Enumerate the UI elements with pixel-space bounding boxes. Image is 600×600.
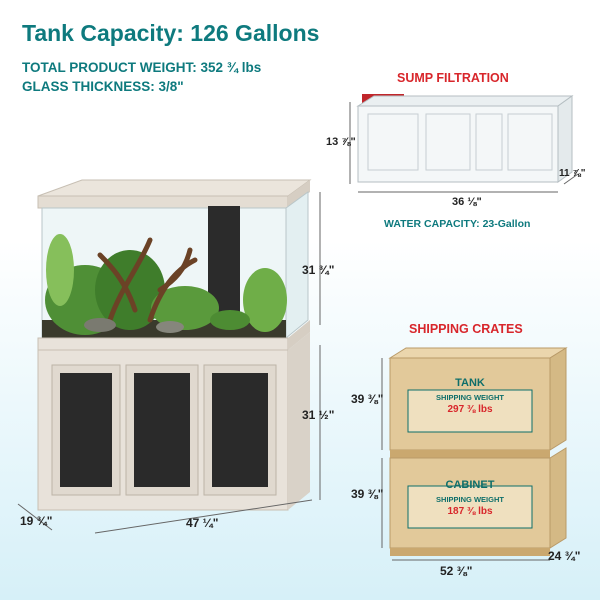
crates-heading: SHIPPING CRATES bbox=[409, 322, 523, 336]
tank-crate-name: TANK bbox=[455, 377, 485, 389]
tank-hood bbox=[37, 179, 312, 197]
sump-illustration bbox=[349, 94, 579, 193]
tank-crate-height-label: 39 ⅜" bbox=[351, 392, 384, 406]
sump-depth-label: 11 ⅞" bbox=[559, 168, 586, 179]
cabinet-crate-weight: 187 ⅜ lbs bbox=[447, 506, 493, 517]
aquarium-illustration bbox=[17, 179, 321, 534]
tank-width-label: 47 ¼" bbox=[186, 516, 219, 530]
page-title: Tank Capacity: 126 Gallons bbox=[22, 20, 320, 46]
crate-depth-label: 24 ¾" bbox=[548, 549, 581, 563]
cabinet-crate-height-label: 39 ⅜" bbox=[351, 487, 384, 501]
cabinet-panel-left bbox=[60, 373, 112, 487]
cabinet-panel-right bbox=[212, 373, 268, 487]
driftwood bbox=[97, 237, 198, 323]
glass-thickness: GLASS THICKNESS: 3/8" bbox=[22, 79, 184, 94]
cabinet-top bbox=[37, 337, 289, 351]
rock bbox=[84, 318, 116, 332]
cabinet-height-label: 31 ½" bbox=[302, 408, 335, 422]
rock bbox=[156, 321, 184, 333]
sump-height-label: 13 ⅞" bbox=[326, 136, 356, 148]
tank-height-label: 31 ¾" bbox=[302, 263, 335, 277]
cabinet-crate-weight-label: SHIPPING WEIGHT bbox=[436, 495, 504, 504]
tank-crate-weight-label: SHIPPING WEIGHT bbox=[436, 393, 504, 402]
cabinet-panel-mid bbox=[134, 373, 190, 487]
crate-width-label: 52 ⅜" bbox=[440, 564, 473, 578]
sump-width-label: 36 ⅛" bbox=[452, 196, 482, 208]
product-weight: TOTAL PRODUCT WEIGHT: 352 ¾ lbs bbox=[22, 60, 262, 75]
sump-water-capacity: WATER CAPACITY: 23-Gallon bbox=[384, 218, 531, 230]
cabinet-crate-name: CABINET bbox=[445, 479, 495, 491]
sump-heading: SUMP FILTRATION bbox=[397, 71, 509, 85]
tank-crate-weight: 297 ⅜ lbs bbox=[447, 404, 493, 415]
crates-illustration bbox=[381, 347, 568, 561]
tank-hood-front bbox=[37, 195, 289, 209]
tank-depth-label: 19 ¾" bbox=[20, 514, 53, 528]
